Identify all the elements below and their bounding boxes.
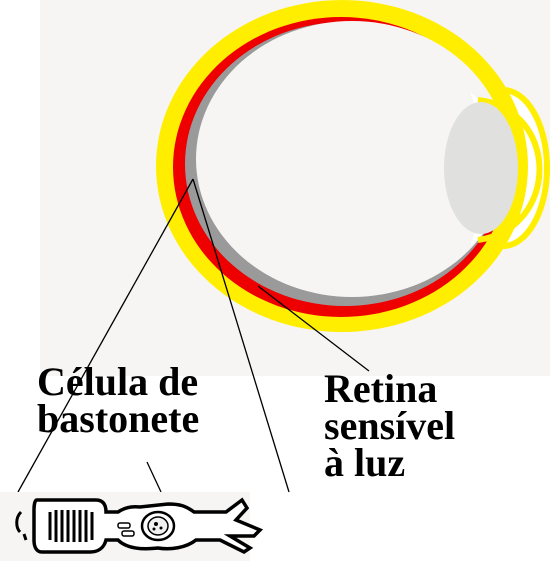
leader-line-rod-left	[18, 179, 193, 492]
rod-cell-label: Célula de bastonete	[37, 363, 199, 437]
rod-cell-label-line-1: Célula de	[37, 363, 199, 400]
retina-label-line-3: à luz	[324, 444, 455, 481]
rod-cell-label-line-2: bastonete	[37, 400, 199, 437]
retina-label-line-1: Retina	[324, 370, 455, 407]
leader-line-cell-label	[147, 462, 161, 492]
retina-label: Retina sensível à luz	[324, 370, 455, 481]
rod-cell-drawing	[0, 492, 260, 561]
lens	[444, 102, 518, 234]
retina-label-line-2: sensível	[324, 407, 455, 444]
